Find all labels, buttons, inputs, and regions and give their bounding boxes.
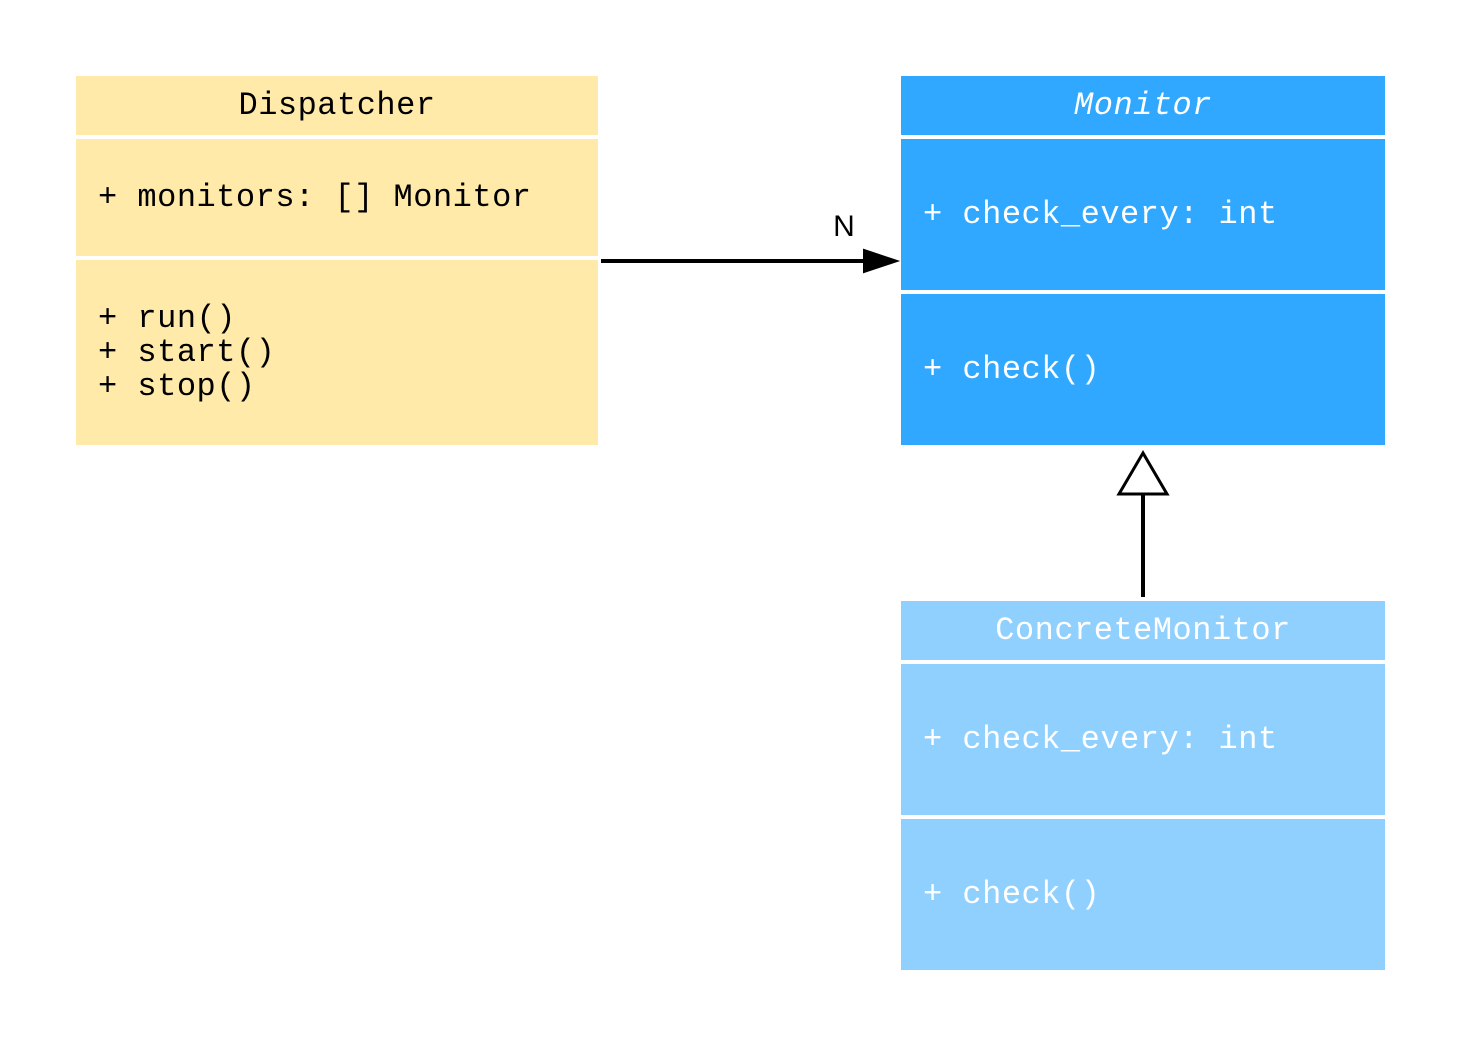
concrete-monitor-class: ConcreteMonitor + check_every: int + che… (901, 601, 1385, 970)
monitor-attribute-check-every: + check_every: int (923, 195, 1278, 233)
monitor-attributes: + check_every: int (901, 139, 1385, 290)
dispatcher-attributes: + monitors: [] Monitor (76, 139, 598, 256)
generalization-hollow-triangle-icon (1116, 450, 1170, 496)
association-multiplicity-label: N (833, 210, 855, 243)
monitor-class-name: Monitor (901, 76, 1385, 135)
dispatcher-class: Dispatcher + monitors: [] Monitor + run(… (76, 76, 598, 445)
monitor-name-divider (901, 135, 1385, 139)
dispatcher-operation-start: + start() (98, 333, 276, 371)
dispatcher-operations: + run() + start() + stop() (76, 260, 598, 445)
concrete-monitor-operation-check: + check() (923, 875, 1101, 913)
dispatcher-operation-run: + run() (98, 299, 236, 337)
association-arrowhead-icon (863, 248, 901, 274)
monitor-operation-check: + check() (923, 350, 1101, 388)
concrete-monitor-class-name: ConcreteMonitor (901, 601, 1385, 660)
monitor-attributes-divider (901, 290, 1385, 294)
concrete-monitor-attribute-check-every: + check_every: int (923, 720, 1278, 758)
dispatcher-name-divider (76, 135, 598, 139)
dispatcher-attributes-divider (76, 256, 598, 260)
monitor-operations: + check() (901, 294, 1385, 445)
concrete-monitor-name-divider (901, 660, 1385, 664)
concrete-monitor-attributes-divider (901, 815, 1385, 819)
dispatcher-operation-stop: + stop() (98, 367, 256, 405)
concrete-monitor-operations: + check() (901, 819, 1385, 970)
concrete-monitor-attributes: + check_every: int (901, 664, 1385, 815)
dispatcher-class-name: Dispatcher (76, 76, 598, 135)
dispatcher-attribute-monitors: + monitors: [] Monitor (98, 178, 532, 216)
monitor-class: Monitor + check_every: int + check() (901, 76, 1385, 445)
